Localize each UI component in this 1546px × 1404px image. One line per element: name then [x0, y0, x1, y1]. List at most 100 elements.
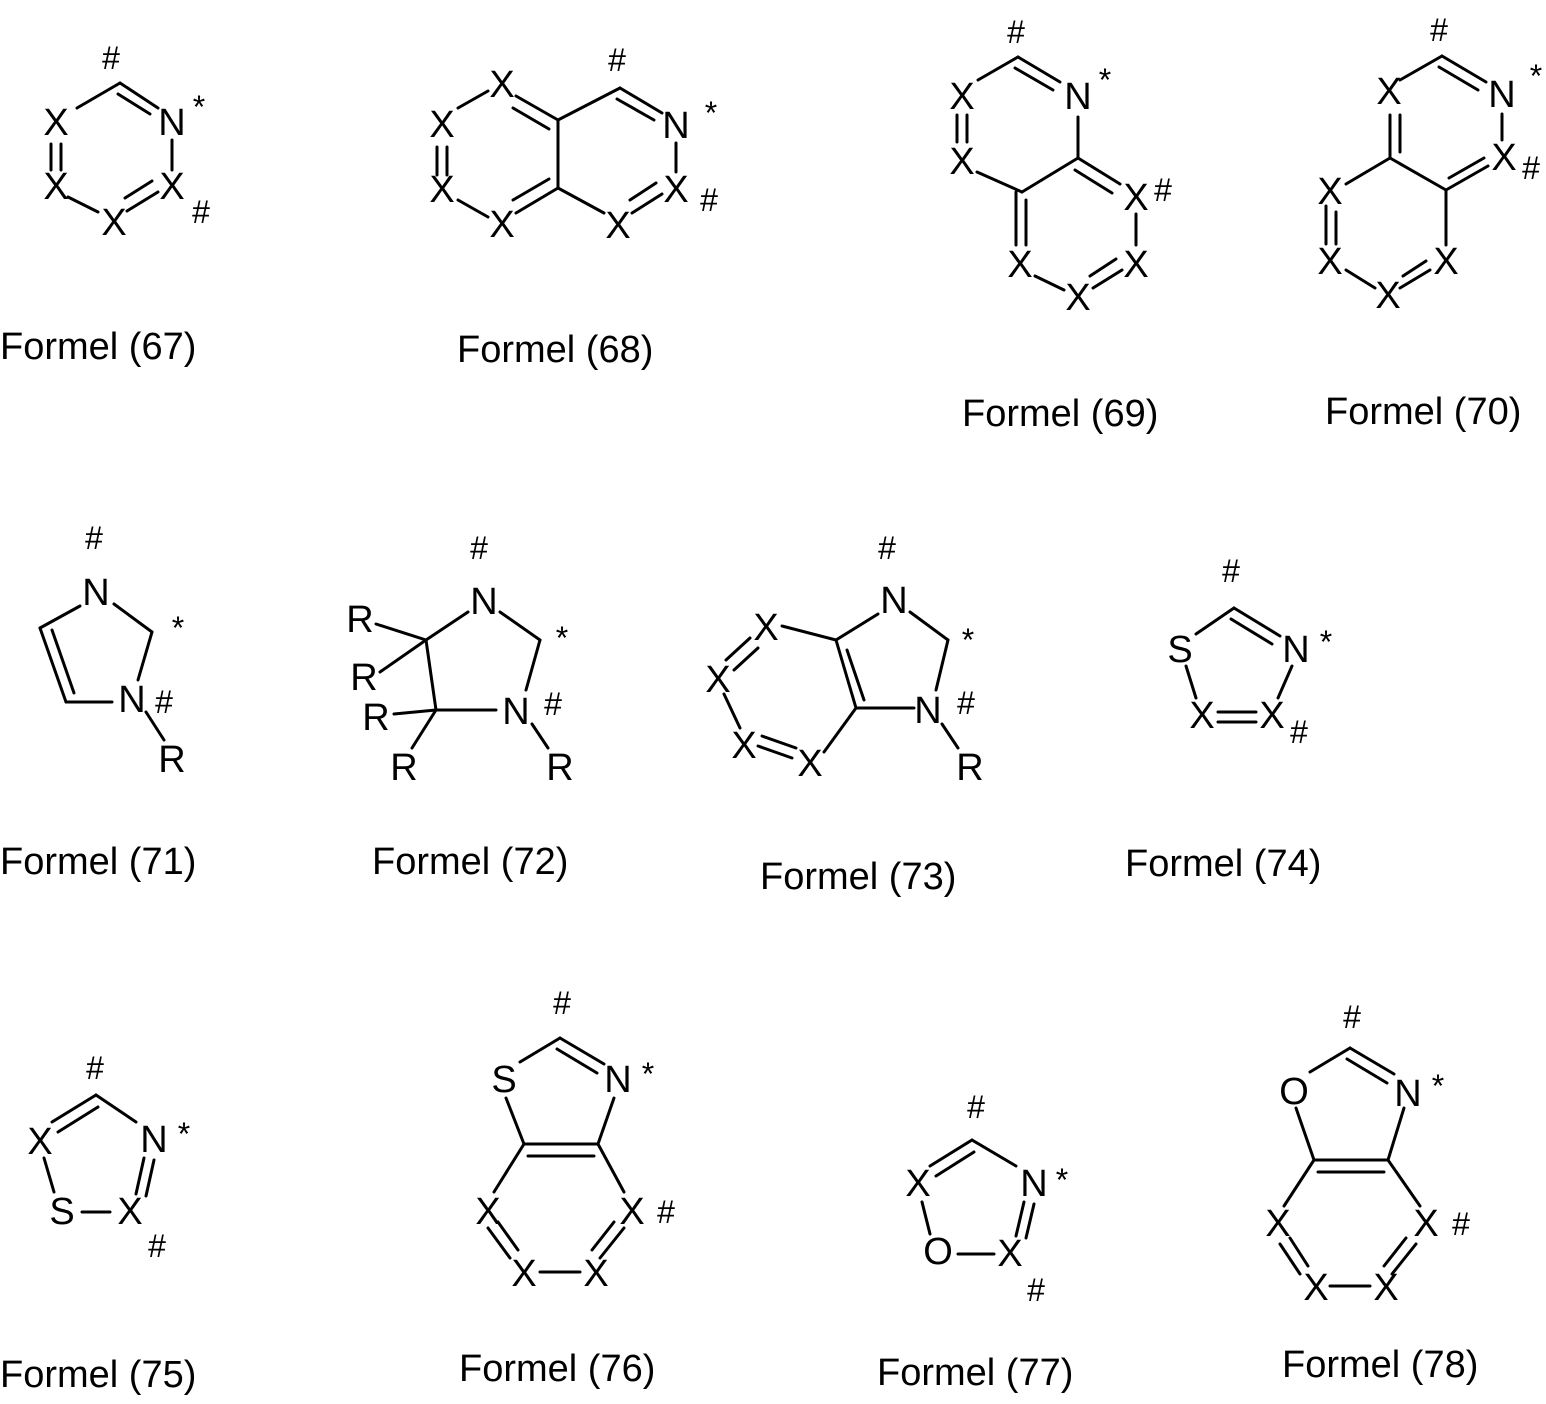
formula-caption: Formel (70) [1325, 393, 1521, 431]
atom-x: X [43, 102, 68, 144]
structure-72: N N R R R R R # * # [346, 530, 573, 789]
atom-x: X [159, 166, 184, 208]
hash-mark: # [86, 1050, 104, 1086]
atom-x: X [1491, 137, 1516, 179]
atom-x: X [117, 1191, 142, 1233]
atom-x: X [1065, 277, 1090, 319]
atom-x: X [511, 1253, 536, 1295]
hash-mark: # [85, 520, 103, 556]
structure-75: X N S X # * # [27, 1050, 190, 1264]
atom-n: N [1394, 1073, 1421, 1115]
hash-mark: # [1452, 1206, 1470, 1242]
atom-x: X [1317, 171, 1342, 213]
hash-mark: # [553, 985, 571, 1021]
atom-x: X [489, 204, 514, 246]
asterisk-mark: * [193, 89, 205, 125]
atom-n: N [604, 1059, 631, 1101]
atom-r: R [346, 599, 373, 641]
formula-caption: Formel (68) [457, 331, 653, 369]
atom-x: X [705, 659, 730, 701]
atom-x: X [1007, 244, 1032, 286]
atom-n: N [158, 102, 185, 144]
hash-mark: # [148, 1228, 166, 1264]
atom-x: X [429, 169, 454, 211]
atom-n: N [662, 105, 689, 147]
atom-n: N [1064, 76, 1091, 118]
hash-mark: # [1007, 14, 1025, 50]
atom-x: X [429, 104, 454, 146]
atom-s: S [1167, 629, 1192, 671]
formula-caption: Formel (76) [459, 1350, 655, 1388]
atom-x: X [619, 1191, 644, 1233]
structure-71: N N R # * # [40, 520, 186, 781]
atom-x: X [475, 1191, 500, 1233]
atom-r: R [350, 657, 377, 699]
atom-o: O [1279, 1071, 1309, 1113]
atom-x: X [1373, 1267, 1398, 1309]
atom-x: X [1259, 695, 1284, 737]
hash-mark: # [1430, 12, 1448, 48]
atom-x: X [1317, 241, 1342, 283]
structure-70: X N X X X X X # * # [1317, 12, 1542, 317]
atom-s: S [49, 1191, 74, 1233]
formula-caption: Formel (77) [877, 1354, 1073, 1392]
structure-67: X N X X X # * # [43, 40, 210, 244]
atom-x: X [583, 1253, 608, 1295]
formula-caption: Formel (75) [0, 1356, 196, 1394]
formula-caption: Formel (74) [1125, 845, 1321, 883]
atom-x: X [1189, 695, 1214, 737]
asterisk-mark: * [705, 95, 717, 131]
asterisk-mark: * [1056, 1162, 1068, 1198]
atom-x: X [1303, 1267, 1328, 1309]
atom-n: N [914, 690, 941, 732]
atom-x: X [663, 169, 688, 211]
atom-x: X [1265, 1203, 1290, 1245]
atom-o: O [923, 1231, 953, 1273]
asterisk-mark: * [178, 1116, 190, 1152]
atom-n: N [502, 691, 529, 733]
atom-x: X [1123, 177, 1148, 219]
atom-n: N [82, 572, 109, 614]
formula-caption: Formel (73) [760, 858, 956, 896]
hash-mark: # [1027, 1272, 1045, 1308]
atom-x: X [43, 166, 68, 208]
structure-76: S N X X X X # * # [475, 985, 675, 1295]
atom-n: N [118, 679, 145, 721]
structure-74: S N X X # * # [1167, 553, 1332, 750]
hash-mark: # [878, 530, 896, 566]
atom-r: R [158, 739, 185, 781]
hash-mark: # [155, 684, 173, 720]
asterisk-mark: * [642, 1056, 654, 1092]
asterisk-mark: * [172, 610, 184, 646]
asterisk-mark: * [1099, 62, 1111, 98]
hash-mark: # [1290, 714, 1308, 750]
atom-n: N [1020, 1163, 1047, 1205]
structure-68: X X X X N X X # * # [429, 42, 718, 247]
formula-caption: Formel (78) [1282, 1346, 1478, 1384]
formula-caption: Formel (72) [372, 843, 568, 881]
hash-mark: # [470, 530, 488, 566]
atom-n: N [140, 1119, 167, 1161]
atom-r: R [390, 747, 417, 789]
formula-caption: Formel (67) [0, 328, 196, 366]
atom-x: X [1413, 1203, 1438, 1245]
hash-mark: # [700, 182, 718, 218]
atom-x: X [605, 205, 630, 247]
hash-mark: # [1522, 150, 1540, 186]
atom-x: X [489, 64, 514, 106]
atom-x: X [797, 743, 822, 785]
hash-mark: # [192, 194, 210, 230]
atom-x: X [27, 1121, 52, 1163]
hash-mark: # [657, 1194, 675, 1230]
atom-x: X [997, 1233, 1022, 1275]
asterisk-mark: * [962, 622, 974, 658]
hash-mark: # [957, 685, 975, 721]
hash-mark: # [102, 40, 120, 76]
atom-x: X [101, 202, 126, 244]
asterisk-mark: * [1530, 58, 1542, 94]
atom-r: R [362, 697, 389, 739]
atom-r: R [546, 747, 573, 789]
asterisk-mark: * [556, 620, 568, 656]
